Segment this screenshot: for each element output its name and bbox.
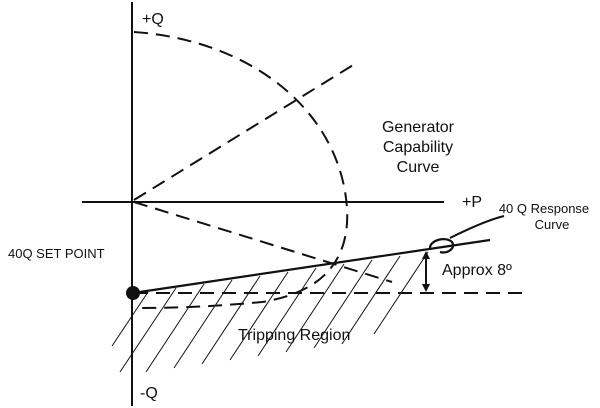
angle-arrow-up (422, 251, 430, 259)
q-negative-label: -Q (140, 385, 158, 402)
tripping-region-label: Tripping Region (238, 327, 350, 344)
capability-label-line2: Capability (383, 139, 453, 156)
set-point-label: 40Q SET POINT (8, 246, 105, 261)
response-label-line2: Curve (535, 217, 570, 232)
capability-label-line1: Generator (382, 119, 455, 136)
capability-label-line3: Curve (397, 159, 440, 176)
angle-label: Approx 8º (442, 262, 512, 279)
capability-ray-upper (133, 61, 359, 201)
p-positive-label: +P (462, 194, 482, 211)
response-curve-marker (428, 238, 455, 254)
tripping-region-hatch (111, 251, 429, 373)
set-point-dot (126, 286, 140, 300)
capability-arc (133, 31, 349, 309)
q-positive-label: +Q (142, 11, 164, 28)
capability-ray-lower (133, 201, 393, 283)
response-label-line1: 40 Q Response (499, 201, 589, 216)
response-line (132, 238, 491, 295)
response-label-leader (449, 215, 505, 239)
angle-arrow-down (422, 284, 430, 292)
